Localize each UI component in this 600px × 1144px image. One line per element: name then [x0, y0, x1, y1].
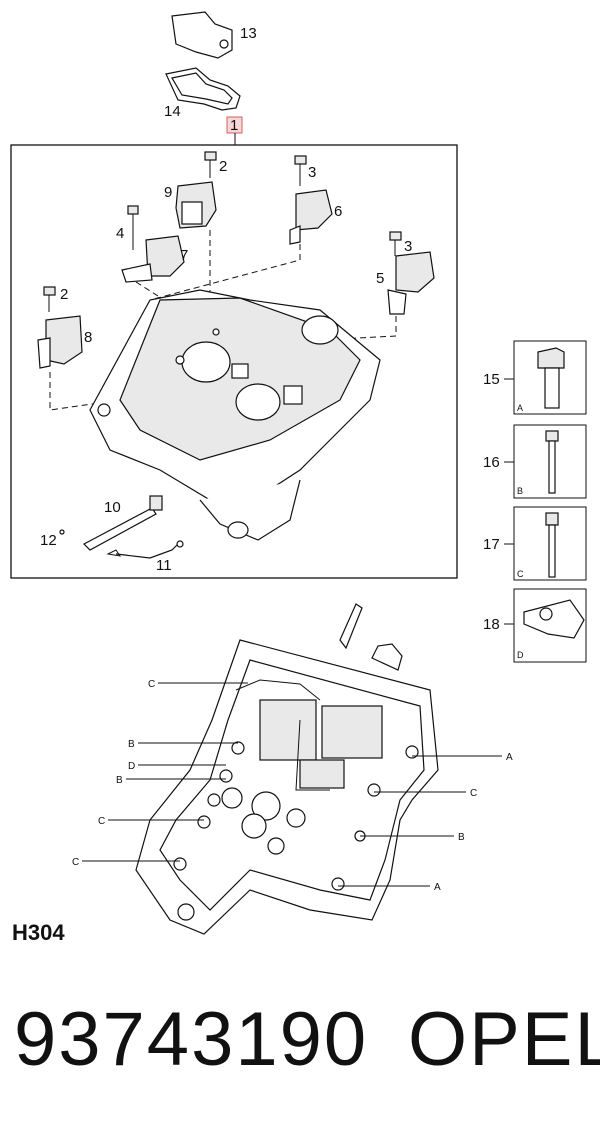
callout-18: 18: [483, 616, 500, 633]
bolt-3-top: [294, 155, 307, 186]
callout-16: 16: [483, 454, 500, 471]
lower-label-c3: C: [72, 857, 79, 868]
callout-4: 4: [116, 225, 124, 242]
lower-label-a2: A: [434, 882, 441, 893]
callout-7: 7: [180, 247, 188, 264]
part-number: 93743190: [14, 997, 369, 1082]
lower-label-d: D: [128, 761, 135, 772]
callout-13: 13: [240, 25, 257, 42]
bolt-4: [127, 205, 139, 250]
callout-8: 8: [84, 329, 92, 346]
valve-body: [89, 289, 381, 541]
bolt-box-15-letter: A: [517, 403, 523, 413]
callout-2-left: 2: [60, 286, 68, 303]
bolt-3-right: [389, 231, 402, 256]
lower-label-a1: A: [506, 752, 513, 763]
bolt-box-16: B: [504, 424, 587, 499]
diagram-code-label: H304: [12, 920, 65, 945]
callout-12: 12: [40, 532, 57, 549]
installation-leaders: [82, 682, 502, 887]
lower-label-b1: B: [128, 739, 135, 750]
bolt-box-16-letter: B: [517, 486, 523, 496]
installation-view: [135, 603, 439, 935]
solenoid-9: [175, 181, 217, 229]
bolt-box-18: D: [504, 588, 587, 663]
lower-label-c2: C: [98, 816, 105, 827]
part-13-cover: [171, 11, 233, 59]
lower-label-b3: B: [458, 832, 465, 843]
lower-label-c4: C: [470, 788, 477, 799]
callout-3-top: 3: [308, 164, 316, 181]
bolt-box-18-letter: D: [517, 650, 524, 660]
solenoid-5: [387, 251, 435, 315]
bolt-box-17: C: [504, 506, 587, 581]
callout-17: 17: [483, 536, 500, 553]
brand-name: OPEL: [408, 997, 600, 1082]
callout-2-top: 2: [219, 158, 227, 175]
part-10-sensor: [83, 495, 163, 551]
part-14-gasket: [165, 67, 241, 111]
solenoid-7: [121, 235, 185, 283]
solenoid-6: [289, 189, 333, 245]
callout-10: 10: [104, 499, 121, 516]
callout-6: 6: [334, 203, 342, 220]
solenoid-8: [37, 315, 83, 369]
callout-1: 1: [230, 117, 238, 134]
part-11-wire: [106, 540, 184, 559]
callout-11: 11: [156, 557, 172, 574]
lower-label-c1: C: [148, 679, 155, 690]
callout-14: 14: [164, 103, 181, 120]
bolt-2-left: [43, 286, 56, 312]
callout-15: 15: [483, 371, 500, 388]
callout-5: 5: [376, 270, 384, 287]
callout-3-right: 3: [404, 238, 412, 255]
bolt-box-17-letter: C: [517, 569, 524, 579]
bolt-box-15: A: [504, 340, 587, 415]
callout-1-box: 1: [226, 116, 243, 145]
lower-label-b2: B: [116, 775, 123, 786]
part-12-seal: [59, 529, 65, 535]
assembly-frame: [10, 144, 458, 579]
bolt-2-top: [204, 151, 217, 178]
callout-9: 9: [164, 184, 172, 201]
